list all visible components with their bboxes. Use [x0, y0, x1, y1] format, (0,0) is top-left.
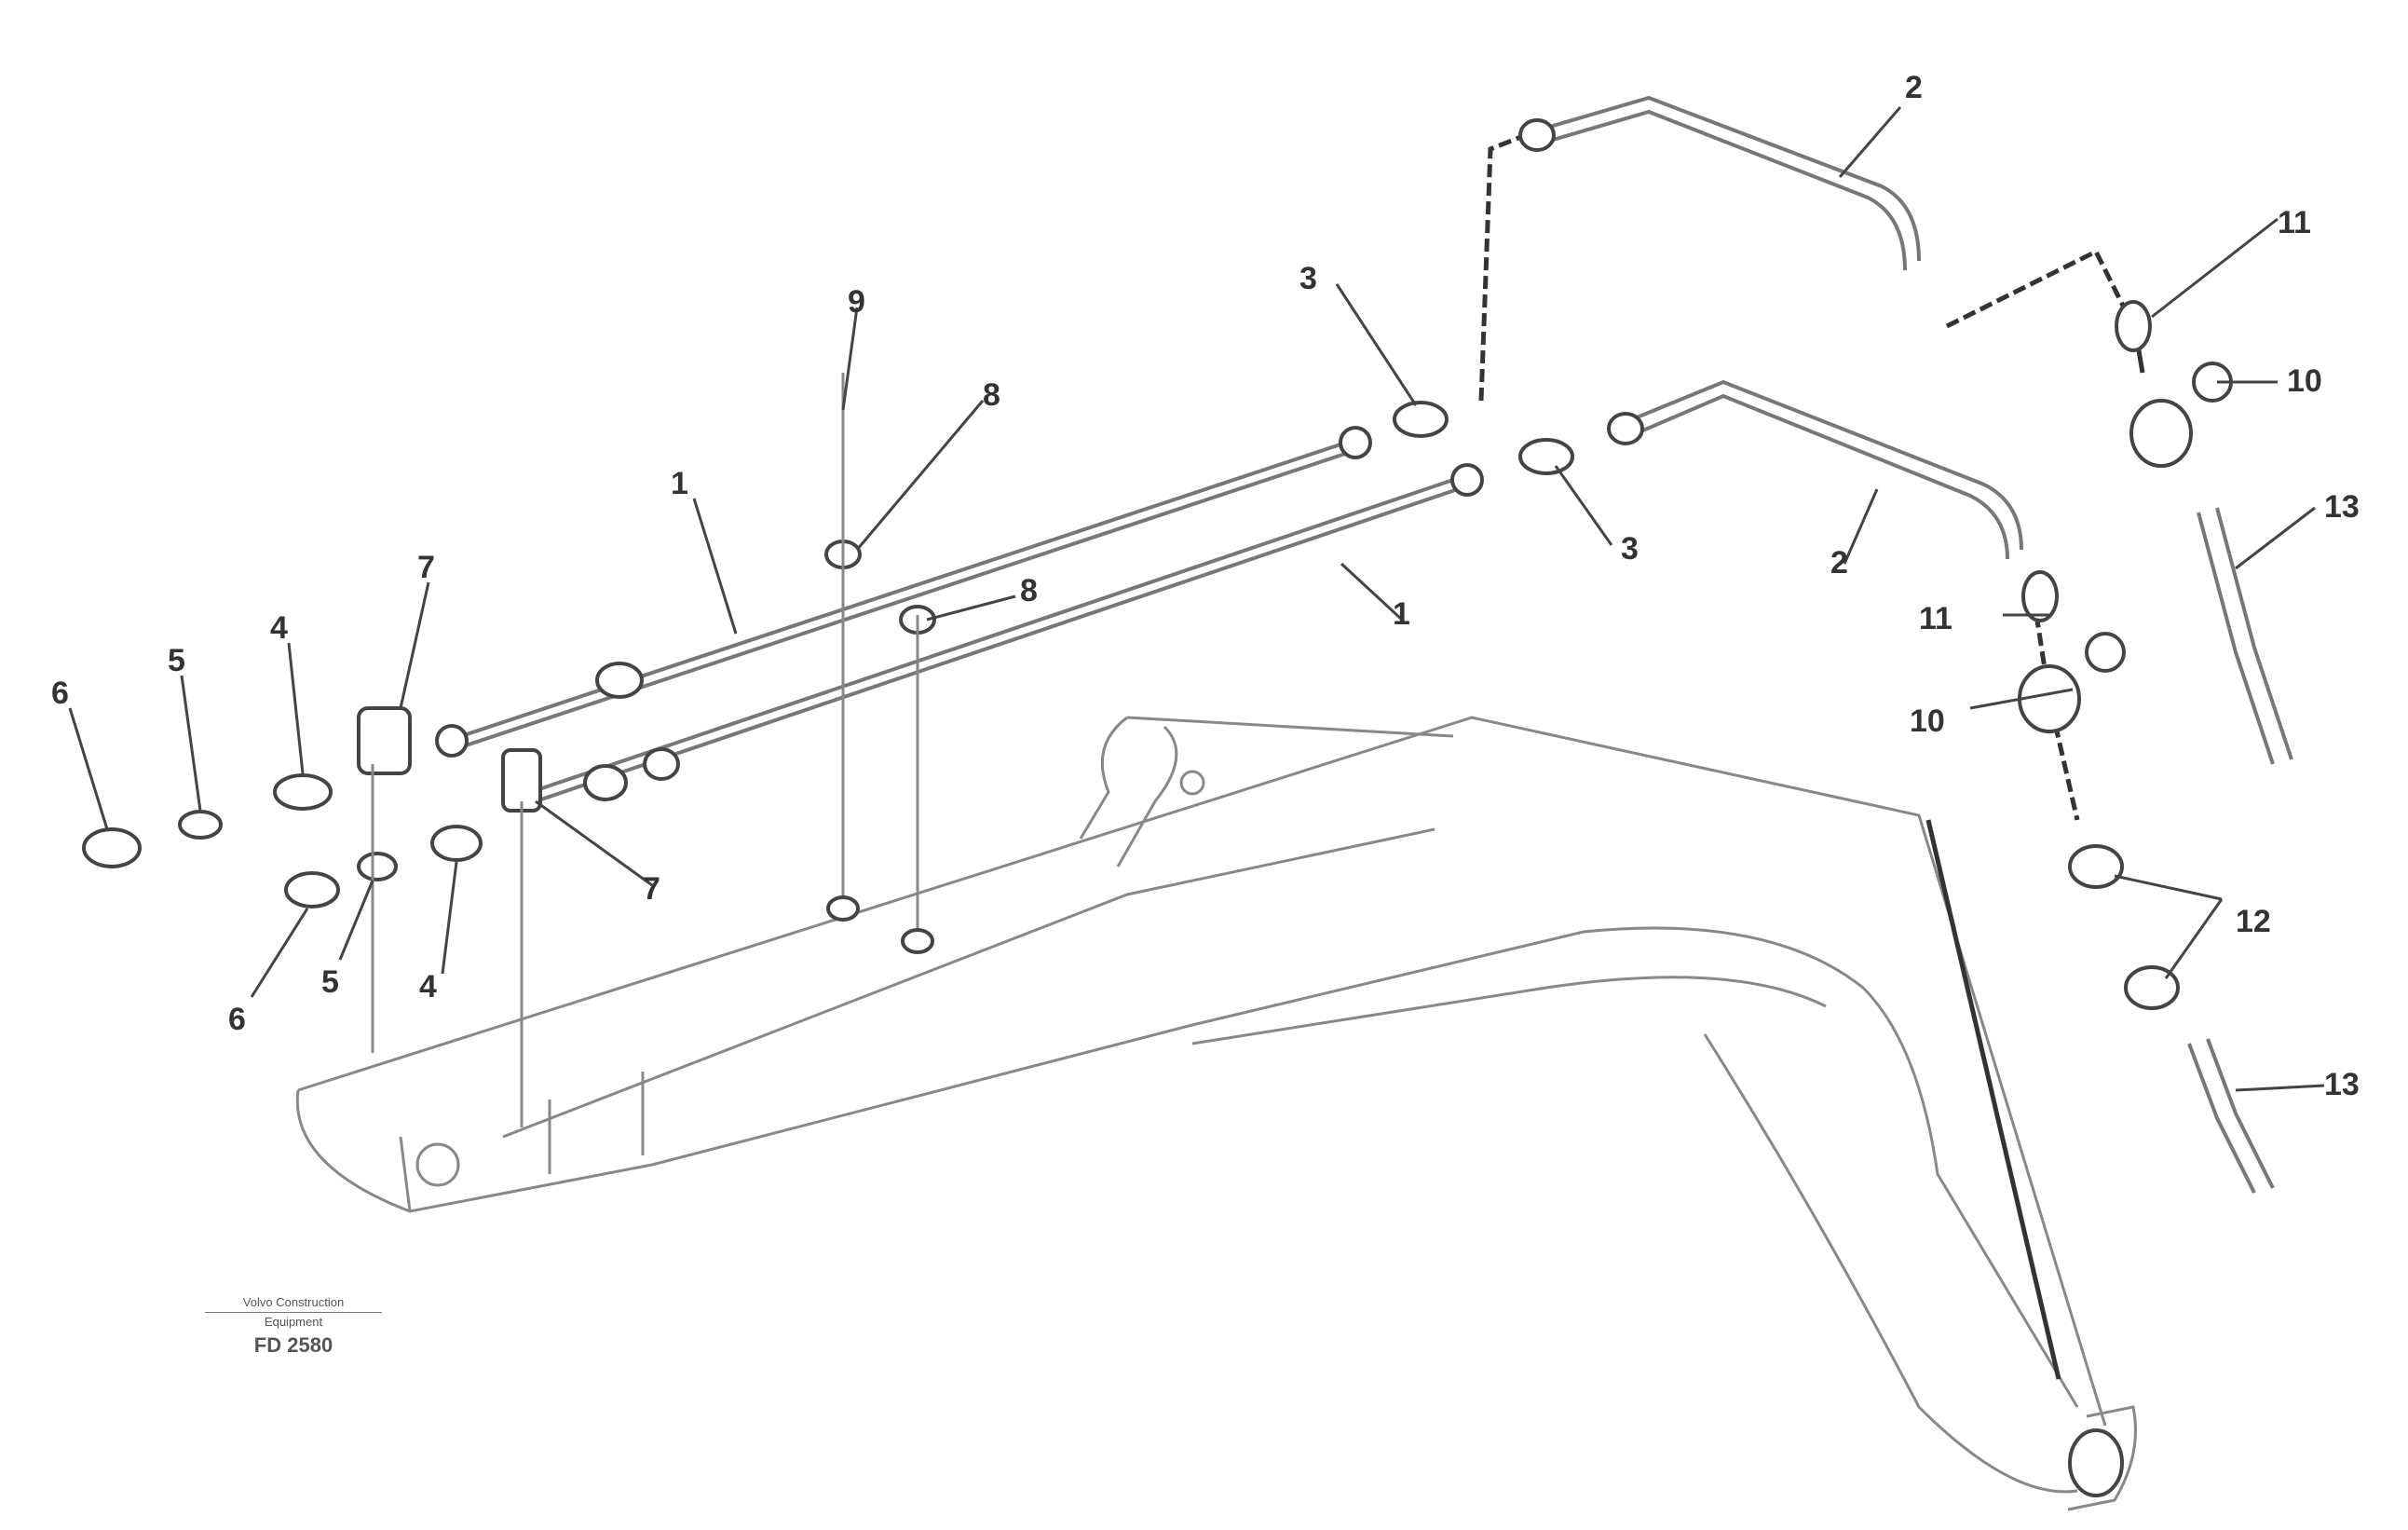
- callout-7: 7: [417, 550, 435, 585]
- figure-code: FD 2580: [253, 1333, 333, 1357]
- callout-10: 10: [2287, 363, 2322, 399]
- callout-12: 12: [2236, 904, 2271, 939]
- callout-5: 5: [168, 643, 185, 678]
- stamp-divider: [205, 1312, 382, 1313]
- upper-pipe: [1478, 95, 2145, 402]
- callout-4: 4: [270, 610, 288, 646]
- callout-6: 6: [51, 676, 69, 711]
- callout-2: 2: [1905, 70, 1923, 105]
- callout-labels: 1 1 2 2 3 3 4 4 5 5 6 6 7 7 8 8 9 10 10 …: [51, 70, 2360, 1102]
- callout-6: 6: [228, 1002, 246, 1037]
- callout-8: 8: [983, 377, 1000, 413]
- leader-lines: [68, 106, 2325, 1092]
- callout-2: 2: [1830, 545, 1848, 581]
- hose-line-upper: [446, 436, 1366, 752]
- publisher-stamp: Volvo Construction Equipment FD 2580: [200, 1295, 387, 1358]
- callout-5: 5: [321, 964, 339, 1000]
- callout-13: 13: [2324, 489, 2360, 525]
- callout-9: 9: [848, 284, 865, 320]
- stamp-brand-line: Volvo Construction: [242, 1295, 345, 1309]
- callout-13: 13: [2324, 1067, 2360, 1102]
- lower-pipe: [1620, 379, 2080, 1380]
- callout-1: 1: [671, 466, 688, 501]
- boom-body: [295, 716, 2137, 1511]
- callout-1: 1: [1393, 596, 1410, 632]
- hose-line-lower: [530, 478, 1459, 803]
- callout-11: 11: [1919, 601, 1952, 636]
- callout-7: 7: [643, 871, 660, 907]
- callout-10: 10: [1910, 704, 1945, 739]
- callout-3: 3: [1299, 261, 1317, 296]
- callout-8: 8: [1020, 573, 1038, 608]
- callout-11: 11: [2278, 205, 2311, 240]
- callout-4: 4: [419, 969, 437, 1004]
- callout-3: 3: [1621, 531, 1639, 567]
- stamp-brand-line-2: Equipment: [264, 1315, 323, 1329]
- fittings: [82, 118, 2293, 1194]
